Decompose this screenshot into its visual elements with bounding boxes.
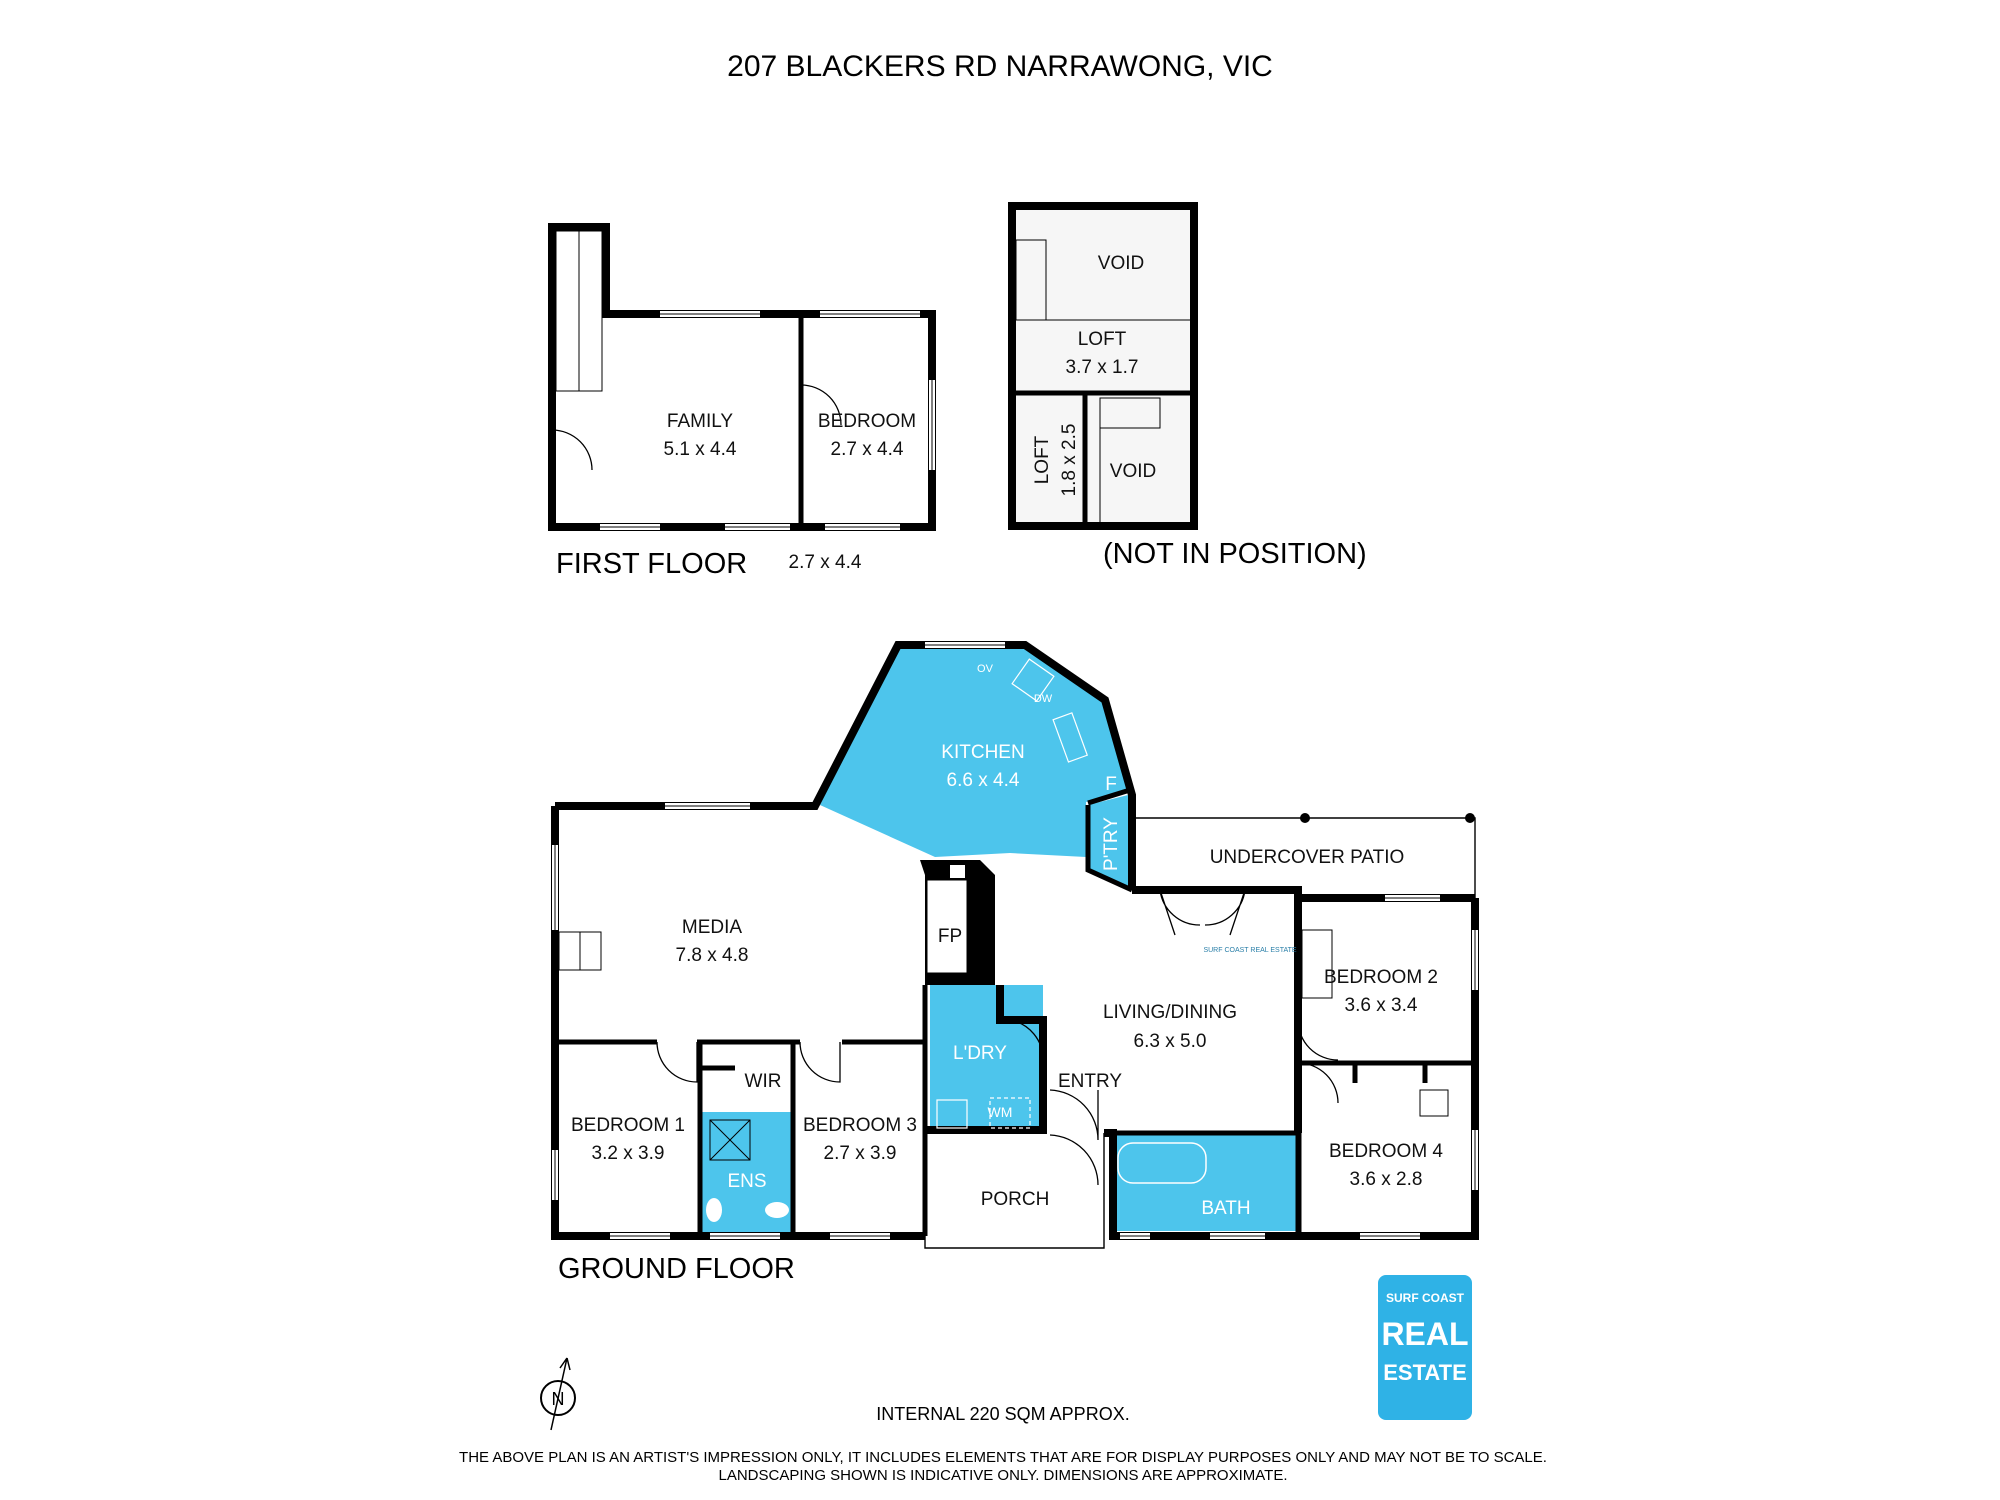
family-room-label: FAMILY (667, 411, 733, 432)
ground-floor-label: GROUND FLOOR (558, 1253, 795, 1285)
bedroom2-stairs (1301, 929, 1333, 999)
fridge-label: F (1105, 774, 1117, 795)
bedroom3-label: BEDROOM 3 (803, 1115, 917, 1136)
bedroom3-dim: 2.7 x 3.9 (824, 1143, 897, 1164)
entry-label: ENTRY (1058, 1071, 1122, 1092)
dishwasher-label: DW (1034, 693, 1053, 705)
bedroom4-dim: 3.6 x 2.8 (1350, 1169, 1423, 1190)
kitchen-dim: 6.6 x 4.4 (947, 770, 1020, 791)
loft-side-dim: 1.8 x 2.5 (1059, 424, 1080, 497)
pantry-label: P'TRY (1101, 817, 1122, 871)
watermark-text: SURF COAST REAL ESTATE (1203, 947, 1296, 954)
laundry-area (930, 985, 1043, 1130)
loft-void-top: VOID (1098, 253, 1144, 274)
loft-void-bottom: VOID (1110, 461, 1156, 482)
bedroom4-stairs (1419, 1089, 1449, 1117)
family-room-dim: 5.1 x 4.4 (664, 439, 737, 460)
svg-text:SURF COAST: SURF COAST (1386, 1291, 1465, 1305)
disclaimer-line-2: LANDSCAPING SHOWN IS INDICATIVE ONLY. DI… (718, 1467, 1287, 1484)
bedroom2-label: BEDROOM 2 (1324, 967, 1438, 988)
first-floor-bedroom-dim: 2.7 x 4.4 (831, 439, 904, 460)
loft-stairs-top (1015, 239, 1190, 321)
svg-text:ESTATE: ESTATE (1383, 1360, 1467, 1385)
disclaimer-line-1: THE ABOVE PLAN IS AN ARTIST'S IMPRESSION… (459, 1449, 1547, 1466)
first-floor-plan: FAMILY 5.1 x 4.4 BEDROOM 2.7 x 4.4 FIRST… (548, 223, 936, 580)
loft-top-dim: 3.7 x 1.7 (1066, 357, 1139, 378)
media-label: MEDIA (682, 917, 743, 938)
svg-text:REAL: REAL (1381, 1316, 1468, 1352)
compass-n: N (552, 1389, 565, 1409)
loft-plan: VOID LOFT 3.7 x 1.7 LOFT 1.8 x 2.5 VOID … (1008, 202, 1367, 570)
laundry-label: L'DRY (953, 1043, 1007, 1064)
first-floor-stray-dim: 2.7 x 4.4 (789, 552, 862, 573)
porch-label: PORCH (981, 1189, 1050, 1210)
bedroom1-label: BEDROOM 1 (571, 1115, 685, 1136)
kitchen-label: KITCHEN (941, 742, 1024, 763)
bedroom2-dim: 3.6 x 3.4 (1345, 995, 1418, 1016)
first-floor-stairs (555, 230, 603, 392)
surf-coast-logo: SURF COAST REAL ESTATE (1378, 1275, 1472, 1420)
living-dining-dim: 6.3 x 5.0 (1134, 1031, 1207, 1052)
media-stairs (558, 931, 602, 971)
bedroom4-label: BEDROOM 4 (1329, 1141, 1443, 1162)
pantry-area (1088, 795, 1128, 890)
loft-not-in-position-note: (NOT IN POSITION) (1103, 538, 1367, 570)
kitchen-area (820, 645, 1128, 857)
living-dining-label: LIVING/DINING (1103, 1002, 1237, 1023)
north-compass-icon: N (540, 1357, 576, 1431)
washing-machine-label: WM (988, 1104, 1013, 1120)
first-floor-bedroom-label: BEDROOM (818, 411, 916, 432)
bedroom1-dim: 3.2 x 3.9 (592, 1143, 665, 1164)
undercover-patio-label: UNDERCOVER PATIO (1210, 847, 1405, 868)
internal-area-note: INTERNAL 220 SQM APPROX. (876, 1404, 1129, 1424)
loft-stairs-bottom (1099, 397, 1161, 522)
fireplace-label: FP (938, 926, 962, 947)
first-floor-label: FIRST FLOOR (556, 548, 747, 580)
bath-area (1113, 1133, 1299, 1231)
ground-floor-plan: OV DW KITCHEN (551, 641, 1479, 1285)
loft-side-label: LOFT (1032, 435, 1053, 484)
property-address-title: 207 BLACKERS RD NARRAWONG, VIC (727, 50, 1273, 83)
wir-label: WIR (745, 1071, 782, 1092)
bath-label: BATH (1201, 1198, 1250, 1219)
ensuite-label: ENS (727, 1171, 766, 1192)
loft-top-label: LOFT (1078, 329, 1127, 350)
oven-label: OV (977, 663, 994, 675)
media-dim: 7.8 x 4.8 (676, 945, 749, 966)
